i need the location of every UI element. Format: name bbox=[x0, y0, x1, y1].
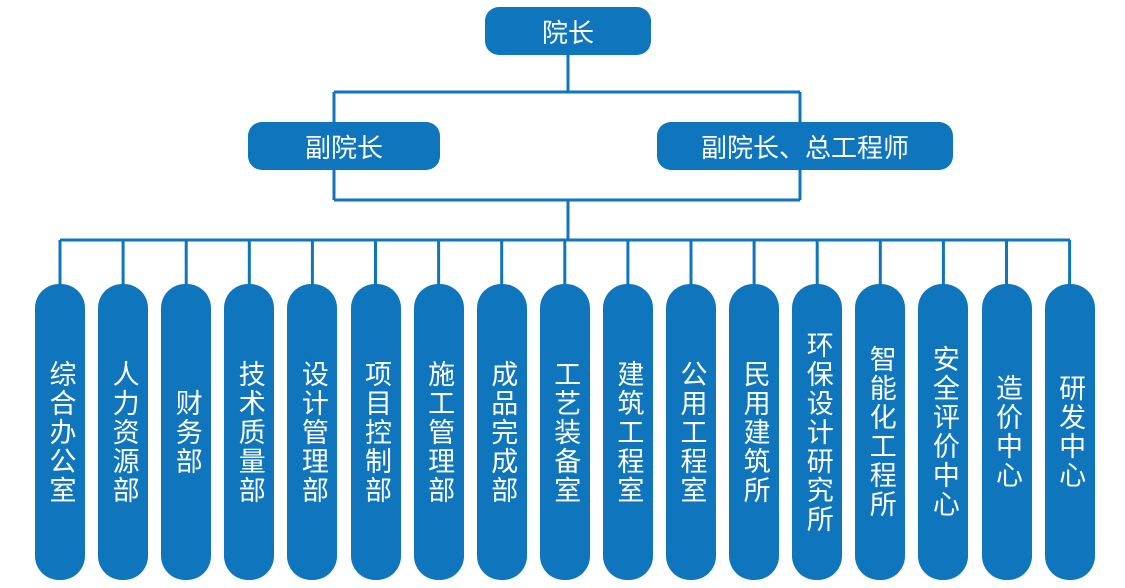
department-label: 技术质量部 bbox=[233, 359, 265, 505]
department-node: 人力资源部 bbox=[98, 284, 149, 580]
department-node: 设计管理部 bbox=[287, 284, 338, 580]
department-node: 财务部 bbox=[161, 284, 212, 580]
vice-president-node: 副院长 bbox=[248, 122, 440, 170]
department-label: 研发中心 bbox=[1054, 374, 1086, 490]
department-node: 智能化工程所 bbox=[855, 284, 906, 580]
vice-president-chief-engineer-node: 副院长、总工程师 bbox=[657, 122, 953, 170]
department-label: 建筑工程室 bbox=[612, 359, 644, 505]
department-label: 成品完成部 bbox=[486, 359, 518, 505]
department-label: 公用工程室 bbox=[675, 359, 707, 505]
department-node: 环保设计研究所 bbox=[792, 284, 843, 580]
department-node: 工艺装备室 bbox=[539, 284, 590, 580]
department-label: 造价中心 bbox=[991, 374, 1022, 490]
department-label: 综合办公室 bbox=[44, 359, 76, 505]
department-node: 项目控制部 bbox=[350, 284, 401, 580]
department-label: 设计管理部 bbox=[296, 359, 328, 505]
department-node: 综合办公室 bbox=[35, 284, 85, 580]
department-node: 成品完成部 bbox=[476, 284, 527, 580]
department-node: 公用工程室 bbox=[666, 284, 716, 580]
department-label: 民用建筑所 bbox=[738, 359, 770, 505]
president-label: 院长 bbox=[541, 18, 594, 49]
department-label: 工艺装备室 bbox=[549, 359, 581, 505]
department-label: 施工管理部 bbox=[423, 359, 455, 505]
department-label: 环保设计研究所 bbox=[801, 330, 833, 534]
department-node: 技术质量部 bbox=[224, 284, 275, 580]
department-label: 安全评价中心 bbox=[927, 345, 959, 519]
vice-president-label: 副院长 bbox=[304, 133, 383, 164]
president-node: 院长 bbox=[485, 7, 651, 55]
vice-president-chief-engineer-label: 副院长、总工程师 bbox=[700, 133, 909, 164]
department-node: 安全评价中心 bbox=[918, 284, 969, 580]
department-node: 研发中心 bbox=[1044, 284, 1095, 580]
department-label: 智能化工程所 bbox=[864, 345, 896, 519]
department-label: 项目控制部 bbox=[360, 359, 391, 505]
department-node: 施工管理部 bbox=[413, 284, 464, 580]
department-node: 民用建筑所 bbox=[729, 284, 780, 580]
department-label: 财务部 bbox=[170, 388, 202, 476]
department-label: 人力资源部 bbox=[107, 359, 139, 505]
department-node: 建筑工程室 bbox=[602, 284, 653, 580]
department-node: 造价中心 bbox=[981, 284, 1032, 580]
